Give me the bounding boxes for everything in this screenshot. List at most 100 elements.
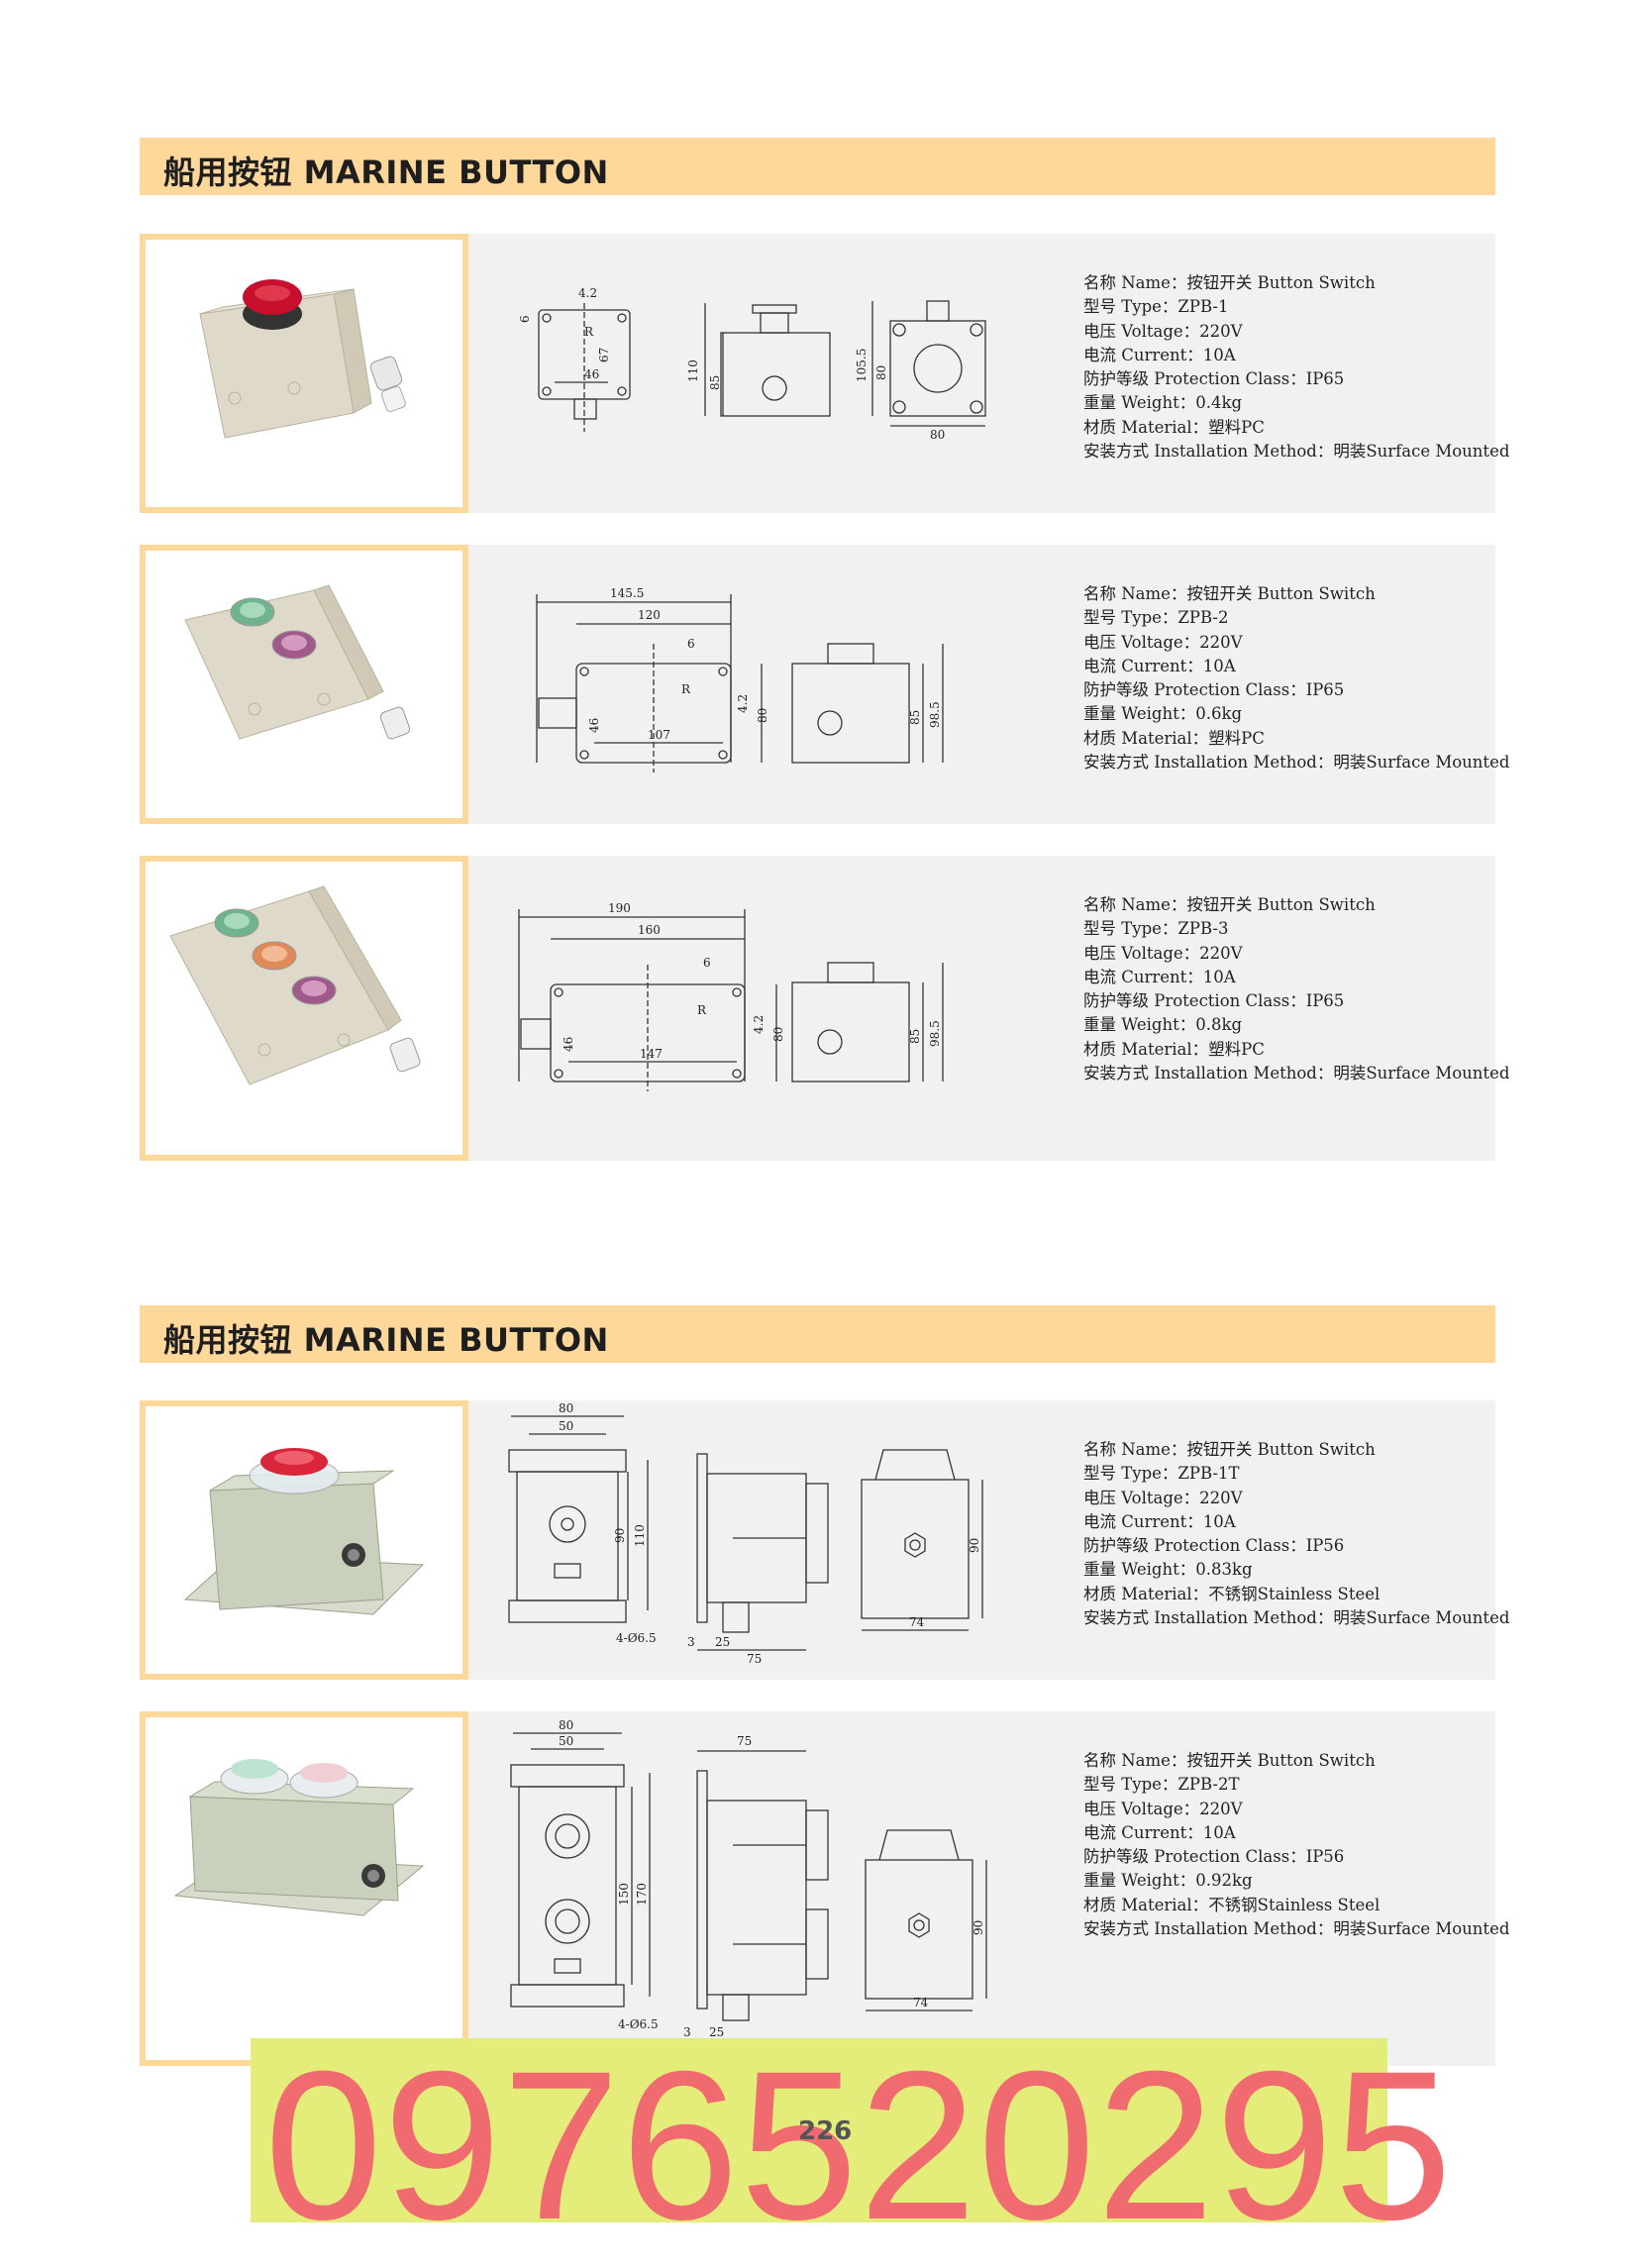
spec-name: 名称 Name：按钮开关 Button Switch <box>1083 273 1376 292</box>
spec-weight: 重量 Weight：0.92kg <box>1083 1871 1253 1891</box>
technical-drawing: 145.5 120 6 R 4.2 80 46 107 85 98.5 <box>536 586 944 773</box>
product-row-zpb-1: 4.2 6 R 67 46 110 85 105.5 80 80 名称 Name <box>140 234 1509 513</box>
spec-current: 电流 Current：10A <box>1083 1511 1236 1531</box>
svg-text:90: 90 <box>613 1528 627 1543</box>
spec-material: 材质 Material：不锈钢Stainless Steel <box>1083 1895 1381 1914</box>
svg-text:6: 6 <box>518 315 532 323</box>
svg-text:107: 107 <box>648 728 670 742</box>
product-photo <box>140 234 468 513</box>
spec-current: 电流 Current：10A <box>1083 656 1236 675</box>
svg-text:46: 46 <box>562 1037 575 1052</box>
section-title: 船用按钮 MARINE BUTTON <box>163 1321 609 1359</box>
spec-material: 材质 Material：塑料PC <box>1083 417 1265 437</box>
svg-text:4.2: 4.2 <box>736 694 750 713</box>
svg-text:105.5: 105.5 <box>855 349 869 382</box>
phone-number: 0976520295 <box>264 2027 1454 2264</box>
spec-name: 名称 Name：按钮开关 Button Switch <box>1083 1751 1376 1770</box>
button-box-photo <box>199 279 406 439</box>
spec-weight: 重量 Weight：0.4kg <box>1083 393 1243 413</box>
svg-text:50: 50 <box>559 1419 573 1433</box>
svg-text:80: 80 <box>874 365 888 380</box>
phone-banner: 0976520295 <box>251 2027 1452 2264</box>
svg-text:6: 6 <box>703 956 711 970</box>
spec-type: 型号 Type：ZPB-1 <box>1083 297 1229 317</box>
dimension-drawing: 80 50 90 110 4-Ø6.5 3 25 75 90 74 <box>499 1400 1054 1680</box>
product-photo <box>140 1400 468 1680</box>
svg-text:R: R <box>697 1003 707 1017</box>
svg-text:170: 170 <box>635 1883 649 1906</box>
spec-type: 型号 Type：ZPB-2 <box>1083 608 1229 628</box>
spec-current: 电流 Current：10A <box>1083 967 1236 986</box>
spec-list: 名称 Name：按钮开关 Button Switch 型号 Type：ZPB-2… <box>1083 582 1509 774</box>
technical-drawing: 190 160 6 R 4.2 80 46 147 85 98.5 <box>518 901 944 1091</box>
svg-text:80: 80 <box>771 1027 785 1042</box>
svg-text:80: 80 <box>559 1718 573 1732</box>
spec-current: 电流 Current：10A <box>1083 345 1236 364</box>
stainless-box-photo <box>173 1759 425 1916</box>
technical-drawing: 80 50 150 170 4-Ø6.5 75 3 25 90 74 <box>510 1718 987 2039</box>
section-header-1: 船用按钮 MARINE BUTTON <box>140 138 1495 195</box>
spec-material: 材质 Material：不锈钢Stainless Steel <box>1083 1584 1381 1603</box>
svg-text:4.2: 4.2 <box>578 286 597 300</box>
spec-installation: 安装方式 Installation Method：明装Surface Mount… <box>1083 1064 1510 1083</box>
dimension-drawing: 190 160 6 R 4.2 80 46 147 85 98.5 <box>499 856 1054 1161</box>
spec-installation: 安装方式 Installation Method：明装Surface Mount… <box>1083 1919 1510 1939</box>
spec-type: 型号 Type：ZPB-1T <box>1083 1464 1240 1484</box>
spec-type: 型号 Type：ZPB-2T <box>1083 1775 1240 1795</box>
dimension-drawing: 145.5 120 6 R 4.2 80 46 107 85 98.5 <box>499 545 1054 824</box>
spec-voltage: 电压 Voltage：220V <box>1083 632 1243 652</box>
product-row-zpb-3: 190 160 6 R 4.2 80 46 147 85 98.5 名称 Nam… <box>140 856 1509 1161</box>
svg-text:25: 25 <box>715 1635 730 1649</box>
svg-text:46: 46 <box>584 367 599 381</box>
svg-text:85: 85 <box>908 710 922 725</box>
dimension-drawing: 4.2 6 R 67 46 110 85 105.5 80 80 <box>499 234 1054 513</box>
svg-text:R: R <box>584 325 594 339</box>
svg-text:3: 3 <box>687 1635 695 1649</box>
spec-material: 材质 Material：塑料PC <box>1083 1039 1265 1059</box>
technical-drawing: 4.2 6 R 67 46 110 85 105.5 80 80 <box>518 286 986 442</box>
spec-name: 名称 Name：按钮开关 Button Switch <box>1083 1440 1376 1459</box>
svg-text:80: 80 <box>559 1401 573 1415</box>
svg-text:74: 74 <box>913 1996 929 2010</box>
spec-weight: 重量 Weight：0.6kg <box>1083 704 1243 724</box>
spec-protection: 防护等级 Protection Class：IP65 <box>1083 991 1345 1011</box>
spec-voltage: 电压 Voltage：220V <box>1083 321 1243 341</box>
spec-protection: 防护等级 Protection Class：IP56 <box>1083 1536 1345 1556</box>
svg-text:75: 75 <box>747 1652 762 1666</box>
svg-text:120: 120 <box>638 608 661 622</box>
technical-drawing: 80 50 90 110 4-Ø6.5 3 25 75 90 74 <box>508 1401 983 1666</box>
svg-text:4.2: 4.2 <box>752 1015 766 1034</box>
spec-voltage: 电压 Voltage：220V <box>1083 1488 1243 1507</box>
spec-protection: 防护等级 Protection Class：IP65 <box>1083 369 1345 389</box>
svg-text:3: 3 <box>683 2025 691 2039</box>
product-photo <box>140 545 468 824</box>
spec-weight: 重量 Weight：0.8kg <box>1083 1015 1243 1035</box>
section-title: 船用按钮 MARINE BUTTON <box>163 154 609 191</box>
svg-text:145.5: 145.5 <box>610 586 644 600</box>
svg-text:85: 85 <box>708 375 722 390</box>
svg-text:67: 67 <box>597 348 611 362</box>
svg-text:74: 74 <box>909 1615 925 1629</box>
svg-text:190: 190 <box>608 901 631 915</box>
spec-name: 名称 Name：按钮开关 Button Switch <box>1083 584 1376 603</box>
spec-list: 名称 Name：按钮开关 Button Switch 型号 Type：ZPB-3… <box>1083 893 1509 1085</box>
svg-text:85: 85 <box>908 1029 922 1044</box>
spec-name: 名称 Name：按钮开关 Button Switch <box>1083 895 1376 914</box>
svg-text:4-Ø6.5: 4-Ø6.5 <box>618 2017 659 2031</box>
svg-text:75: 75 <box>737 1734 752 1748</box>
svg-text:80: 80 <box>930 428 945 442</box>
product-photo <box>140 856 468 1161</box>
svg-text:90: 90 <box>972 1920 985 1935</box>
spec-installation: 安装方式 Installation Method：明装Surface Mount… <box>1083 442 1510 462</box>
svg-text:4-Ø6.5: 4-Ø6.5 <box>616 1631 657 1645</box>
spec-current: 电流 Current：10A <box>1083 1822 1236 1842</box>
svg-text:25: 25 <box>709 2025 724 2039</box>
svg-text:90: 90 <box>968 1538 981 1553</box>
svg-text:46: 46 <box>587 718 601 733</box>
spec-voltage: 电压 Voltage：220V <box>1083 1799 1243 1818</box>
spec-protection: 防护等级 Protection Class：IP65 <box>1083 680 1345 700</box>
spec-installation: 安装方式 Installation Method：明装Surface Mount… <box>1083 1608 1510 1628</box>
spec-weight: 重量 Weight：0.83kg <box>1083 1560 1253 1580</box>
spec-voltage: 电压 Voltage：220V <box>1083 943 1243 963</box>
spec-installation: 安装方式 Installation Method：明装Surface Mount… <box>1083 753 1510 773</box>
